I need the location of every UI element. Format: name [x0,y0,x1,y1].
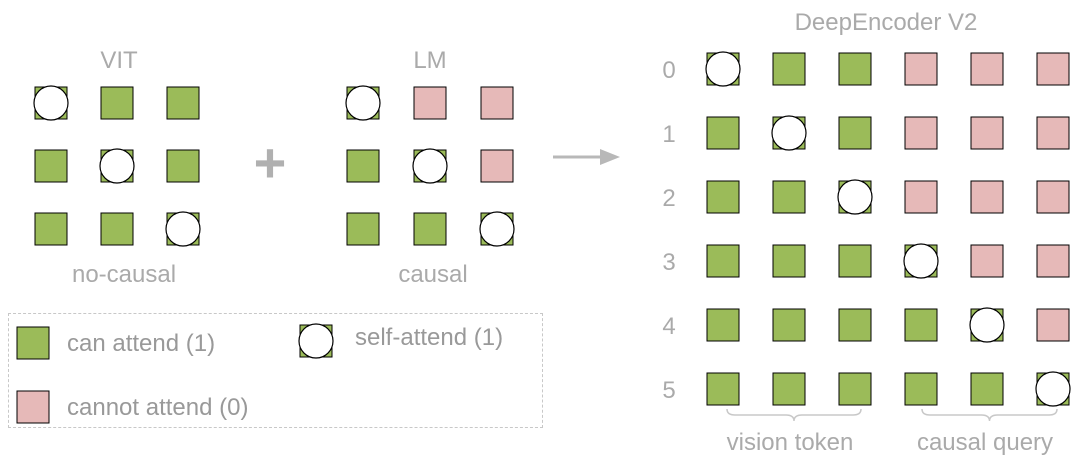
deepencoder-cell-r2-c3 [904,180,938,214]
deepencoder-cell-r3-c5 [1036,244,1070,278]
lm-cell-r0-c0 [345,85,381,121]
row-index-label: 4 [662,313,675,340]
vit-cell-r2-c1 [100,212,134,246]
deepencoder-cell-r5-c5 [1035,371,1071,407]
lm-cell-r0-c1 [413,86,447,120]
legend-can-attend-swatch [16,326,50,360]
deepencoder-cell-r2-c1 [772,180,806,214]
causal-query-brace [921,408,1058,422]
deepencoder-cell-r4-c4 [969,307,1005,343]
deepencoder-cell-r0-c5 [1036,52,1070,86]
deepencoder-cell-r3-c3 [903,243,939,279]
deepencoder-cell-r4-c0 [706,308,740,342]
deepencoder-cell-r0-c2 [838,52,872,86]
deepencoder-cell-r2-c2 [837,179,873,215]
deepencoder-cell-r3-c1 [772,244,806,278]
vision-token-brace [726,408,862,422]
row-index-label: 3 [662,249,675,276]
deepencoder-cell-r1-c2 [838,116,872,150]
lm-cell-r2-c0 [346,212,380,246]
deepencoder-cell-r0-c3 [904,52,938,86]
vit-cell-r1-c1 [99,148,135,184]
vit-cell-r0-c2 [166,86,200,120]
lm-cell-r1-c0 [346,149,380,183]
legend [8,313,543,428]
deepencoder-cell-r1-c5 [1036,116,1070,150]
lm-cell-r1-c2 [480,149,514,183]
deepencoder-cell-r1-c1 [771,115,807,151]
vit-title: VIT [100,47,138,74]
vit-cell-r1-c2 [166,149,200,183]
deepencoder-cell-r3-c2 [838,244,872,278]
deepencoder-cell-r0-c4 [970,52,1004,86]
group-label-causal-query: causal query [916,429,1054,456]
vit-caption: no-causal [71,261,177,288]
deepencoder-cell-r5-c0 [706,372,740,406]
lm-title: LM [413,47,447,74]
deepencoder-title: DeepEncoder V2 [794,9,978,36]
deepencoder-cell-r1-c3 [904,116,938,150]
deepencoder-cell-r0-c0 [705,51,741,87]
deepencoder-cell-r3-c4 [970,244,1004,278]
deepencoder-cell-r2-c5 [1036,180,1070,214]
legend-cannot-attend-swatch [16,390,50,424]
deepencoder-cell-r4-c5 [1036,308,1070,342]
vit-cell-r1-c0 [34,149,68,183]
group-label-vision-token: vision token [726,429,854,456]
legend-can-attend-label: can attend (1) [67,330,216,357]
deepencoder-cell-r2-c4 [970,180,1004,214]
legend-self-attend-swatch [298,323,334,359]
vit-cell-r0-c1 [100,86,134,120]
row-index-label: 0 [662,57,675,84]
deepencoder-cell-r2-c0 [706,180,740,214]
lm-cell-r0-c2 [480,86,514,120]
deepencoder-cell-r0-c1 [772,52,806,86]
deepencoder-cell-r5-c1 [772,372,806,406]
plus-sign: + [253,131,287,194]
deepencoder-cell-r1-c0 [706,116,740,150]
deepencoder-cell-r4-c3 [904,308,938,342]
legend-cannot-attend-label: cannot attend (0) [67,394,249,421]
vit-cell-r2-c2 [165,211,201,247]
deepencoder-cell-r4-c1 [772,308,806,342]
legend-self-attend-label: self-attend (1) [355,324,504,351]
right-arrow-icon [553,149,620,165]
deepencoder-cell-r5-c2 [838,372,872,406]
row-index-label: 5 [662,377,675,404]
deepencoder-cell-r1-c4 [970,116,1004,150]
deepencoder-cell-r3-c0 [706,244,740,278]
row-index-label: 1 [662,121,675,148]
lm-cell-r2-c1 [413,212,447,246]
vit-cell-r0-c0 [33,85,69,121]
deepencoder-cell-r5-c4 [970,372,1004,406]
row-index-label: 2 [662,185,675,212]
vit-cell-r2-c0 [34,212,68,246]
lm-caption: causal [398,261,468,288]
deepencoder-cell-r5-c3 [904,372,938,406]
lm-cell-r2-c2 [479,211,515,247]
lm-cell-r1-c1 [412,148,448,184]
deepencoder-cell-r4-c2 [838,308,872,342]
